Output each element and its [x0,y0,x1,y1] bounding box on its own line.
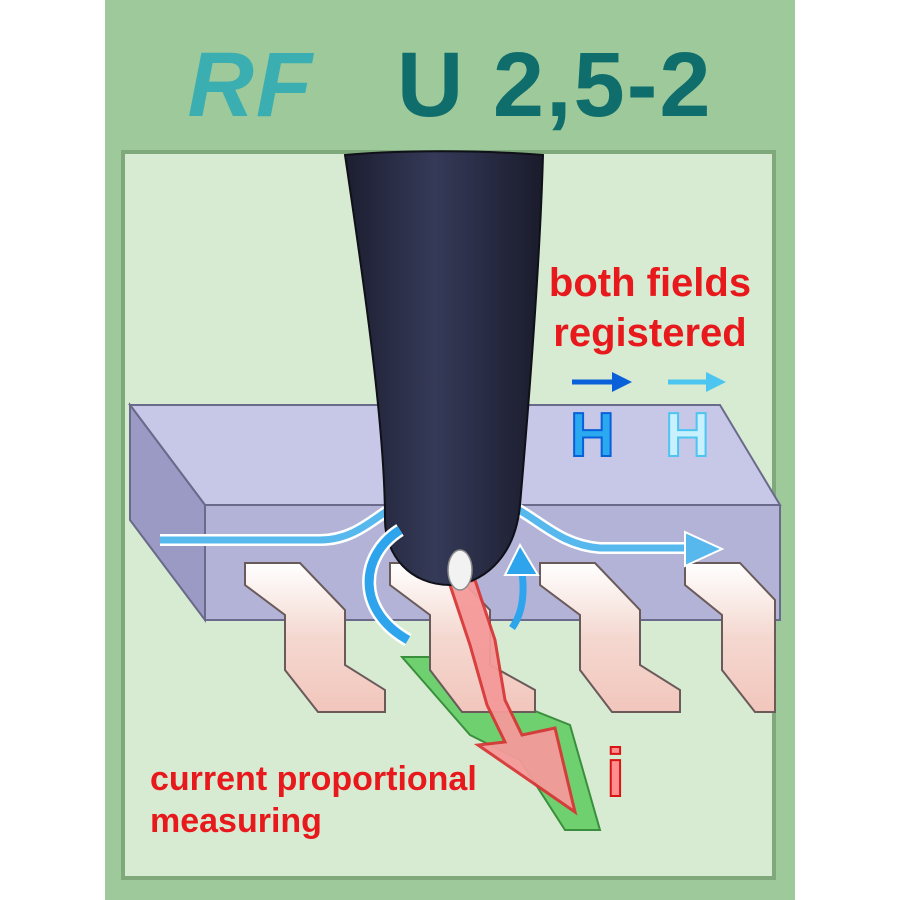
field-symbol-electric: H [569,401,616,470]
field-flow-arrowhead [684,530,725,568]
current-line2: measuring [150,802,322,840]
title-prefix: RF [187,34,315,136]
both-fields-line2: registered [553,311,747,355]
ic-leg [684,562,776,713]
current-measuring-label: current proportional measuring [150,758,477,842]
both-fields-line1: both fields [548,261,752,305]
electric-vector-arrow [572,372,632,392]
magnetic-field-arc-core [364,526,411,644]
current-arrow [448,578,578,816]
current-symbol: i [605,735,626,811]
both-fields-label: both fields registered [520,258,780,358]
magnetic-field-arc-arrowhead [503,542,540,576]
title-model: U 2,5-2 [396,34,713,136]
ic-leg [539,562,681,713]
current-line1: current proportional [150,760,477,798]
ic-leg [244,562,386,713]
product-title: RF U 2,5-2 [105,30,795,140]
probe-body [343,150,545,587]
probe-tip [447,549,473,591]
field-symbol-magnetic: H [664,401,711,470]
ic-legs [244,562,776,713]
magnetic-vector-arrow [668,372,726,392]
probe [343,150,545,591]
